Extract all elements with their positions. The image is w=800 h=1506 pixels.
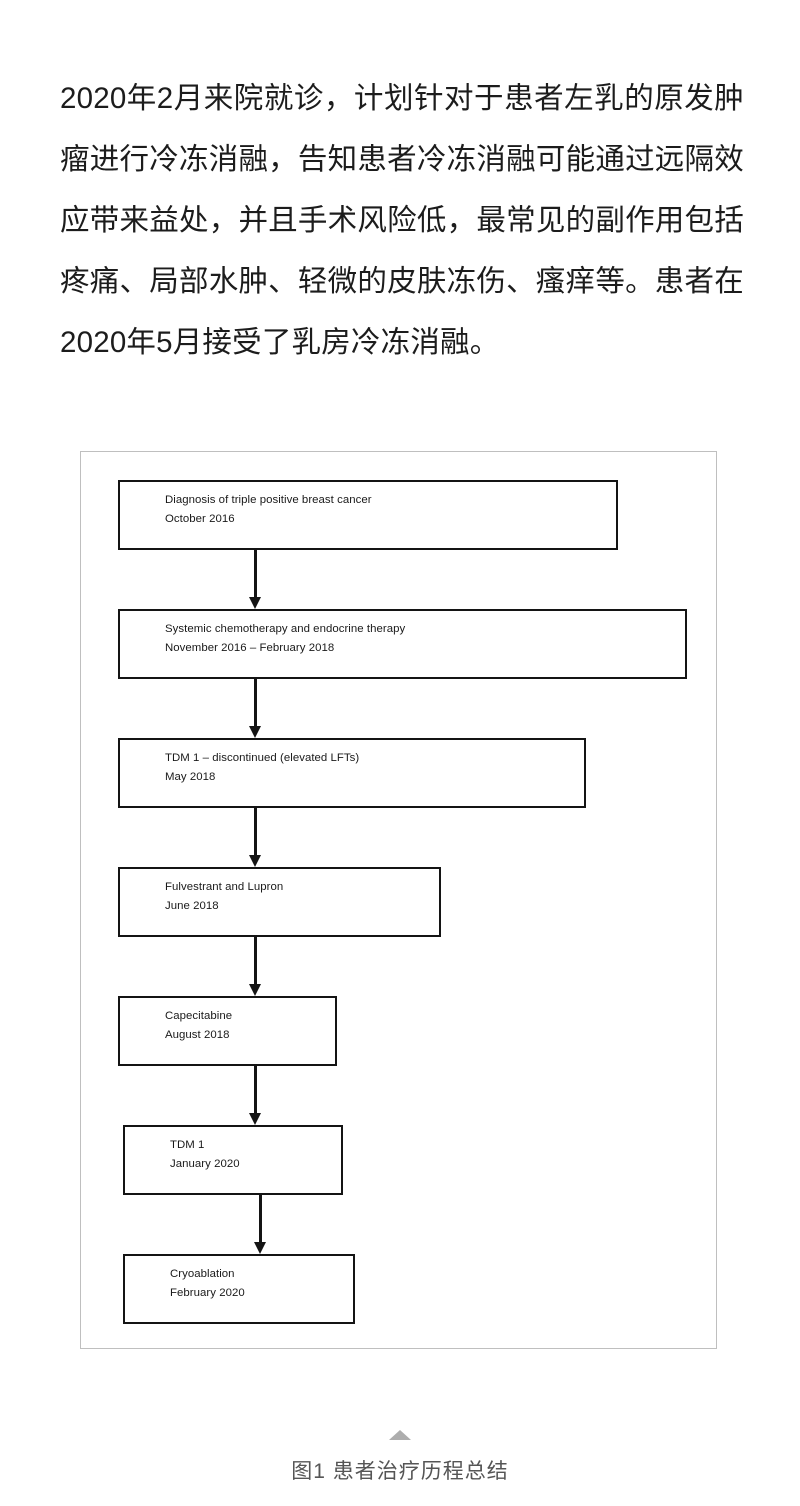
flowchart-node-label: Capecitabine August 2018	[165, 1010, 233, 1041]
arrow-stem	[254, 808, 257, 856]
flowchart-node-label: Systemic chemotherapy and endocrine ther…	[165, 623, 406, 654]
article-paragraph: 2020年2月来院就诊，计划针对于患者左乳的原发肿瘤进行冷冻消融，告知患者冷冻消…	[60, 81, 744, 359]
flow-connector-arrow	[248, 937, 262, 996]
treatment-timeline-flowchart: Diagnosis of triple positive breast canc…	[81, 452, 716, 1348]
figure-caption: 图1 患者治疗历程总结	[291, 1460, 509, 1483]
arrow-stem	[259, 1195, 262, 1243]
flowchart-node-label: TDM 1 January 2020	[170, 1139, 240, 1170]
arrow-stem	[254, 679, 257, 727]
flowchart-node: TDM 1 January 2020	[123, 1125, 343, 1195]
flow-connector-arrow	[248, 808, 262, 867]
arrow-head-icon	[248, 855, 261, 867]
flow-connector-arrow	[248, 1066, 262, 1125]
arrow-stem	[254, 550, 257, 598]
flowchart-node: Capecitabine August 2018	[118, 996, 337, 1066]
arrow-stem	[254, 1066, 257, 1114]
arrow-head-icon	[248, 1113, 261, 1125]
flowchart-node-label: Fulvestrant and Lupron June 2018	[165, 881, 284, 912]
arrow-head-icon	[248, 597, 261, 609]
arrow-head-icon	[253, 1242, 266, 1254]
flowchart-node-label: Cryoablation February 2020	[170, 1268, 245, 1299]
flow-connector-arrow	[253, 1195, 267, 1254]
flowchart-node-label: Diagnosis of triple positive breast canc…	[165, 494, 372, 525]
figure-collapse-marker[interactable]	[0, 1430, 800, 1440]
flow-connector-arrow	[248, 679, 262, 738]
flowchart-node: Diagnosis of triple positive breast canc…	[118, 480, 618, 550]
flowchart-node-label: TDM 1 – discontinued (elevated LFTs) May…	[165, 752, 360, 783]
figure-container: Diagnosis of triple positive breast canc…	[80, 451, 717, 1349]
triangle-up-icon	[389, 1430, 411, 1440]
flowchart-node: Fulvestrant and Lupron June 2018	[118, 867, 441, 937]
flowchart-node: Systemic chemotherapy and endocrine ther…	[118, 609, 687, 679]
flowchart-node: Cryoablation February 2020	[123, 1254, 355, 1324]
arrow-stem	[254, 937, 257, 985]
flow-connector-arrow	[248, 550, 262, 609]
flowchart-node: TDM 1 – discontinued (elevated LFTs) May…	[118, 738, 586, 808]
arrow-head-icon	[248, 984, 261, 996]
arrow-head-icon	[248, 726, 261, 738]
